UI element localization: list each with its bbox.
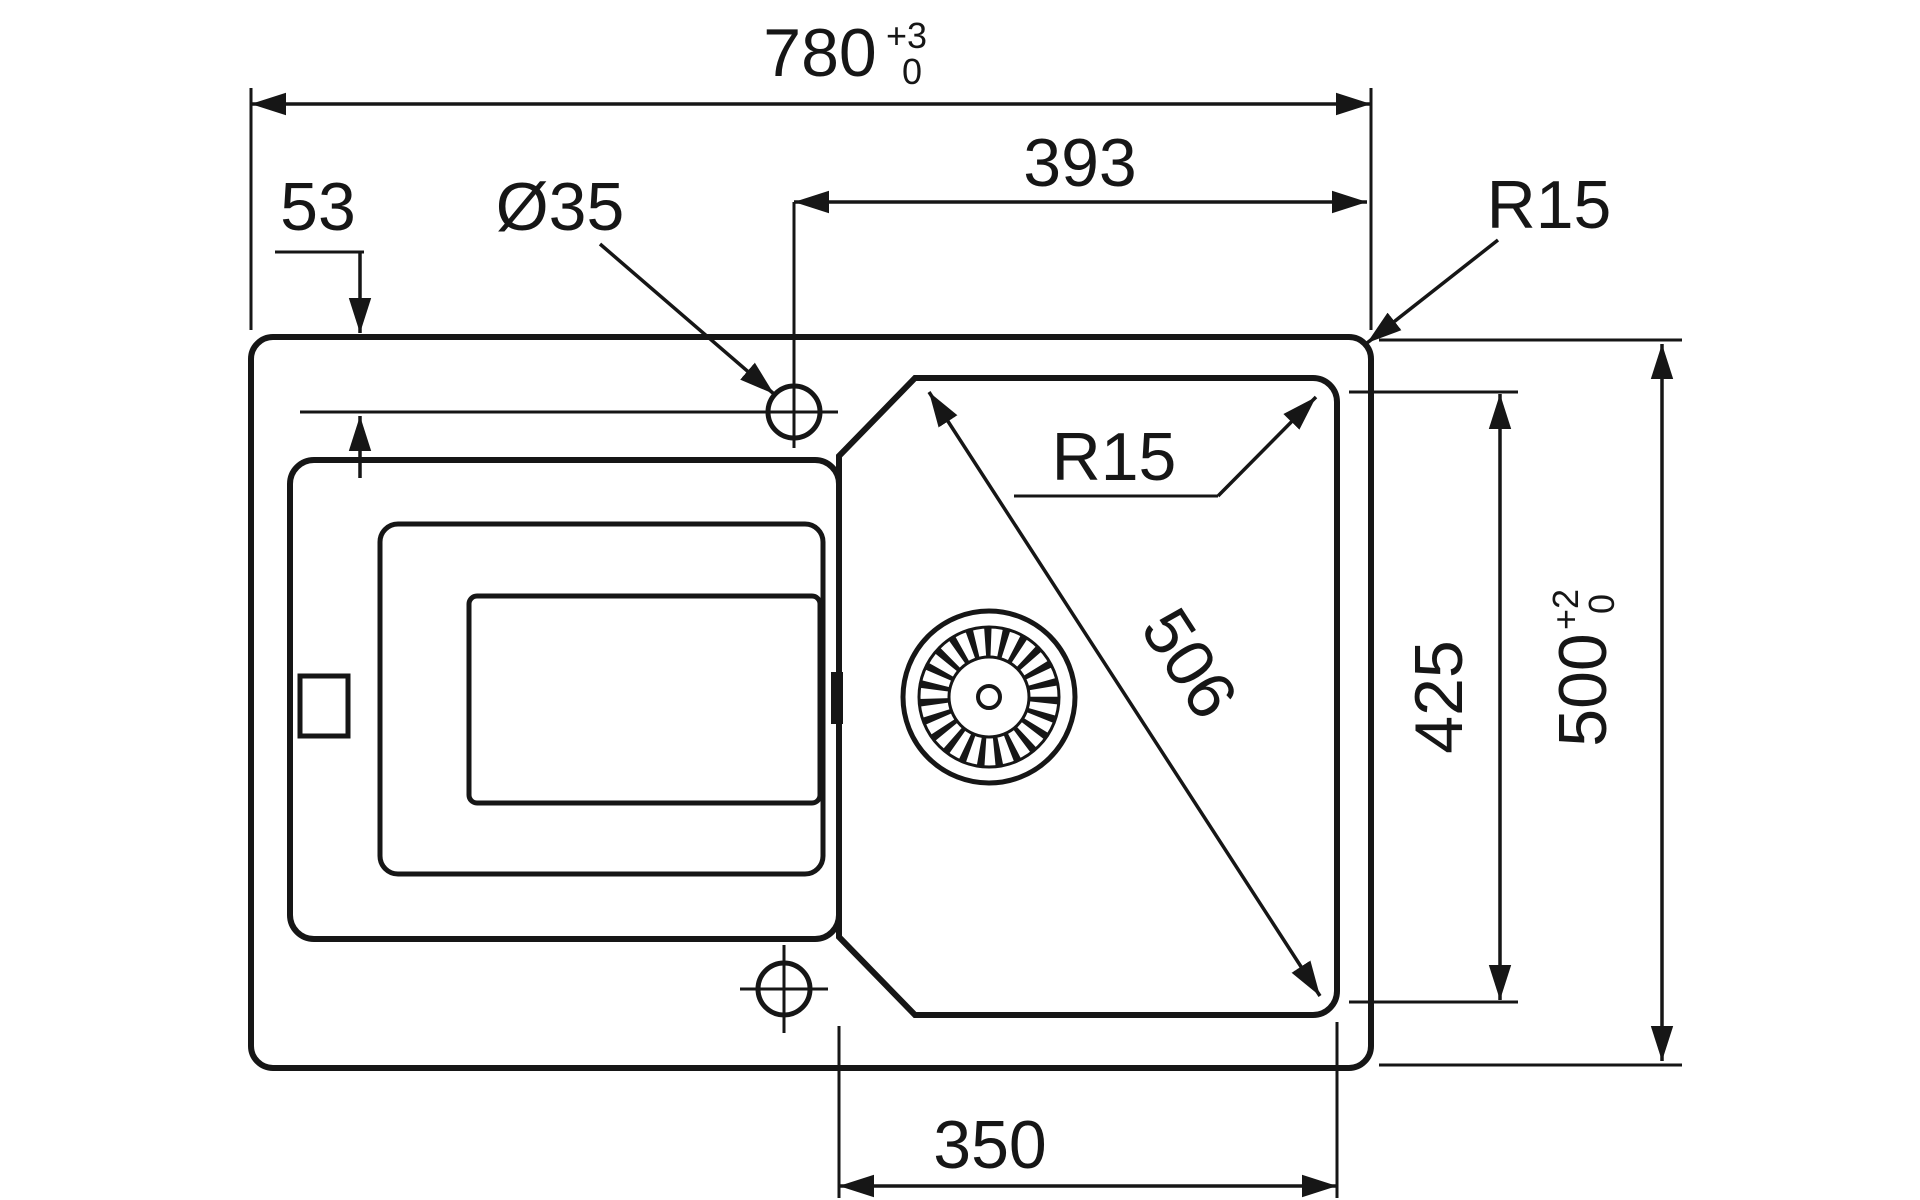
dim-53-label: 53 <box>280 169 356 245</box>
overflow-slot <box>297 673 351 739</box>
label-outer-radius: R15 <box>1365 167 1612 345</box>
dim-780-tol-upper: +3 <box>886 15 927 56</box>
sink-outer-edge <box>248 334 1374 1071</box>
dim-r15-outer-label: R15 <box>1487 167 1612 243</box>
second-hole-circle <box>755 960 813 1018</box>
dim-780-label: 780 <box>763 15 876 91</box>
dim-r15-bowl-leader <box>1216 395 1318 498</box>
dim-780-tol-lower: 0 <box>902 51 922 92</box>
dim-500-label: 500 <box>1545 633 1621 746</box>
drainer-edge <box>287 457 842 942</box>
dim-hole-to-edge: 393 <box>794 125 1367 214</box>
dim-overall-height: 500 +2 0 <box>1379 338 1682 1067</box>
drain <box>900 608 1078 786</box>
dim-r15-bowl-label: R15 <box>1052 419 1177 495</box>
bowl-notch <box>831 672 843 724</box>
dim-d35-label: Ø35 <box>496 169 625 245</box>
drain-center <box>976 684 1002 710</box>
dim-line-506 <box>927 391 1322 997</box>
dim-506-label: 506 <box>1127 595 1253 732</box>
label-bowl-radius: R15 <box>1014 395 1318 498</box>
dim-500-tol-upper: +2 <box>1545 589 1586 630</box>
dim-bowl-width: 350 <box>837 1022 1339 1198</box>
dim-500-tol-lower: 0 <box>1581 594 1622 614</box>
drainer-step-2 <box>377 521 826 877</box>
dim-overall-width: 780 +3 0 <box>249 15 1373 330</box>
dim-350-label: 350 <box>933 1107 1046 1183</box>
sink-body <box>248 334 1374 1071</box>
second-hole <box>740 945 828 1033</box>
drainer-step-3 <box>466 593 823 806</box>
label-hole-diameter: Ø35 <box>496 169 776 396</box>
dim-393-label: 393 <box>1023 125 1136 201</box>
dim-425-label: 425 <box>1401 640 1477 753</box>
dim-bowl-height: 425 <box>1349 390 1518 1004</box>
dim-500-label-group: 500 +2 0 <box>1545 589 1622 747</box>
dim-r15-outer-leader <box>1365 238 1500 345</box>
faucet-hole <box>300 202 838 448</box>
faucet-hole-circle <box>765 383 823 441</box>
bowl-outline <box>836 375 1340 1018</box>
dim-d35-leader <box>598 242 776 396</box>
dim-top-offset: 53 <box>275 169 372 478</box>
